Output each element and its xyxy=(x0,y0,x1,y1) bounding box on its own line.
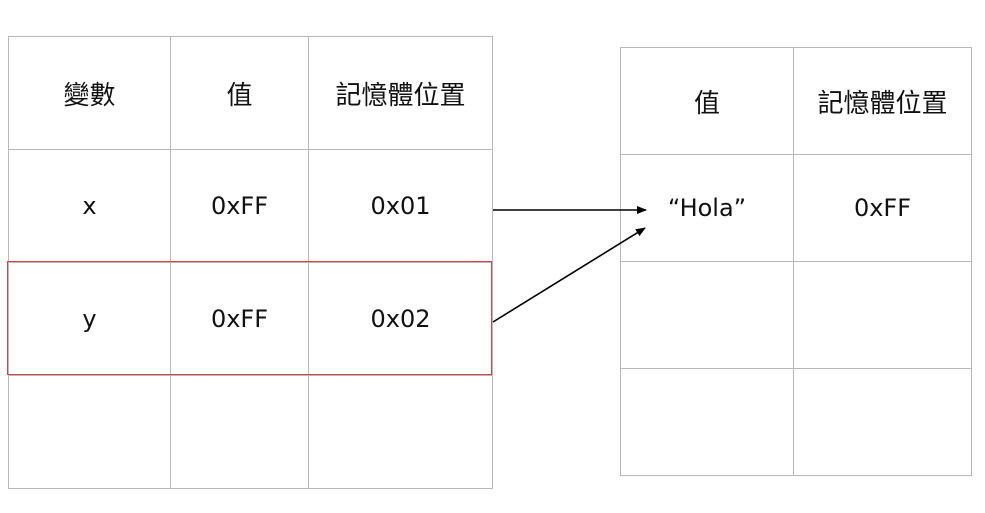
variable-name-cell: y xyxy=(8,262,171,376)
memory-table-header-row: 值 記憶體位置 xyxy=(620,47,972,155)
variable-name-cell: x xyxy=(8,149,171,263)
variable-name-cell xyxy=(8,375,171,489)
value-cell xyxy=(170,375,309,489)
table-row: x 0xFF 0x01 xyxy=(8,149,493,263)
memory-location-cell: 0xFF xyxy=(793,154,972,262)
value-cell: 0xFF xyxy=(170,149,309,263)
memory-location-cell xyxy=(308,375,493,489)
header-value: 值 xyxy=(620,47,794,155)
header-memory-location: 記憶體位置 xyxy=(793,47,972,155)
table-row xyxy=(8,375,493,489)
table-row xyxy=(620,261,972,369)
table-row: y 0xFF 0x02 xyxy=(8,262,493,376)
table-row xyxy=(620,368,972,476)
variable-table: 變數 值 記憶體位置 x 0xFF 0x01 y 0xFF 0x02 xyxy=(8,36,493,489)
memory-location-cell xyxy=(793,368,972,476)
header-variable: 變數 xyxy=(8,36,171,150)
value-cell: 0xFF xyxy=(170,262,309,376)
header-value: 值 xyxy=(170,36,309,150)
value-cell: “Hola” xyxy=(620,154,794,262)
memory-location-cell: 0x01 xyxy=(308,149,493,263)
table-row: “Hola” 0xFF xyxy=(620,154,972,262)
memory-location-cell: 0x02 xyxy=(308,262,493,376)
memory-location-cell xyxy=(793,261,972,369)
value-cell xyxy=(620,368,794,476)
memory-table: 值 記憶體位置 “Hola” 0xFF xyxy=(620,47,972,476)
variable-table-header-row: 變數 值 記憶體位置 xyxy=(8,36,493,150)
header-memory-location: 記憶體位置 xyxy=(308,36,493,150)
value-cell xyxy=(620,261,794,369)
